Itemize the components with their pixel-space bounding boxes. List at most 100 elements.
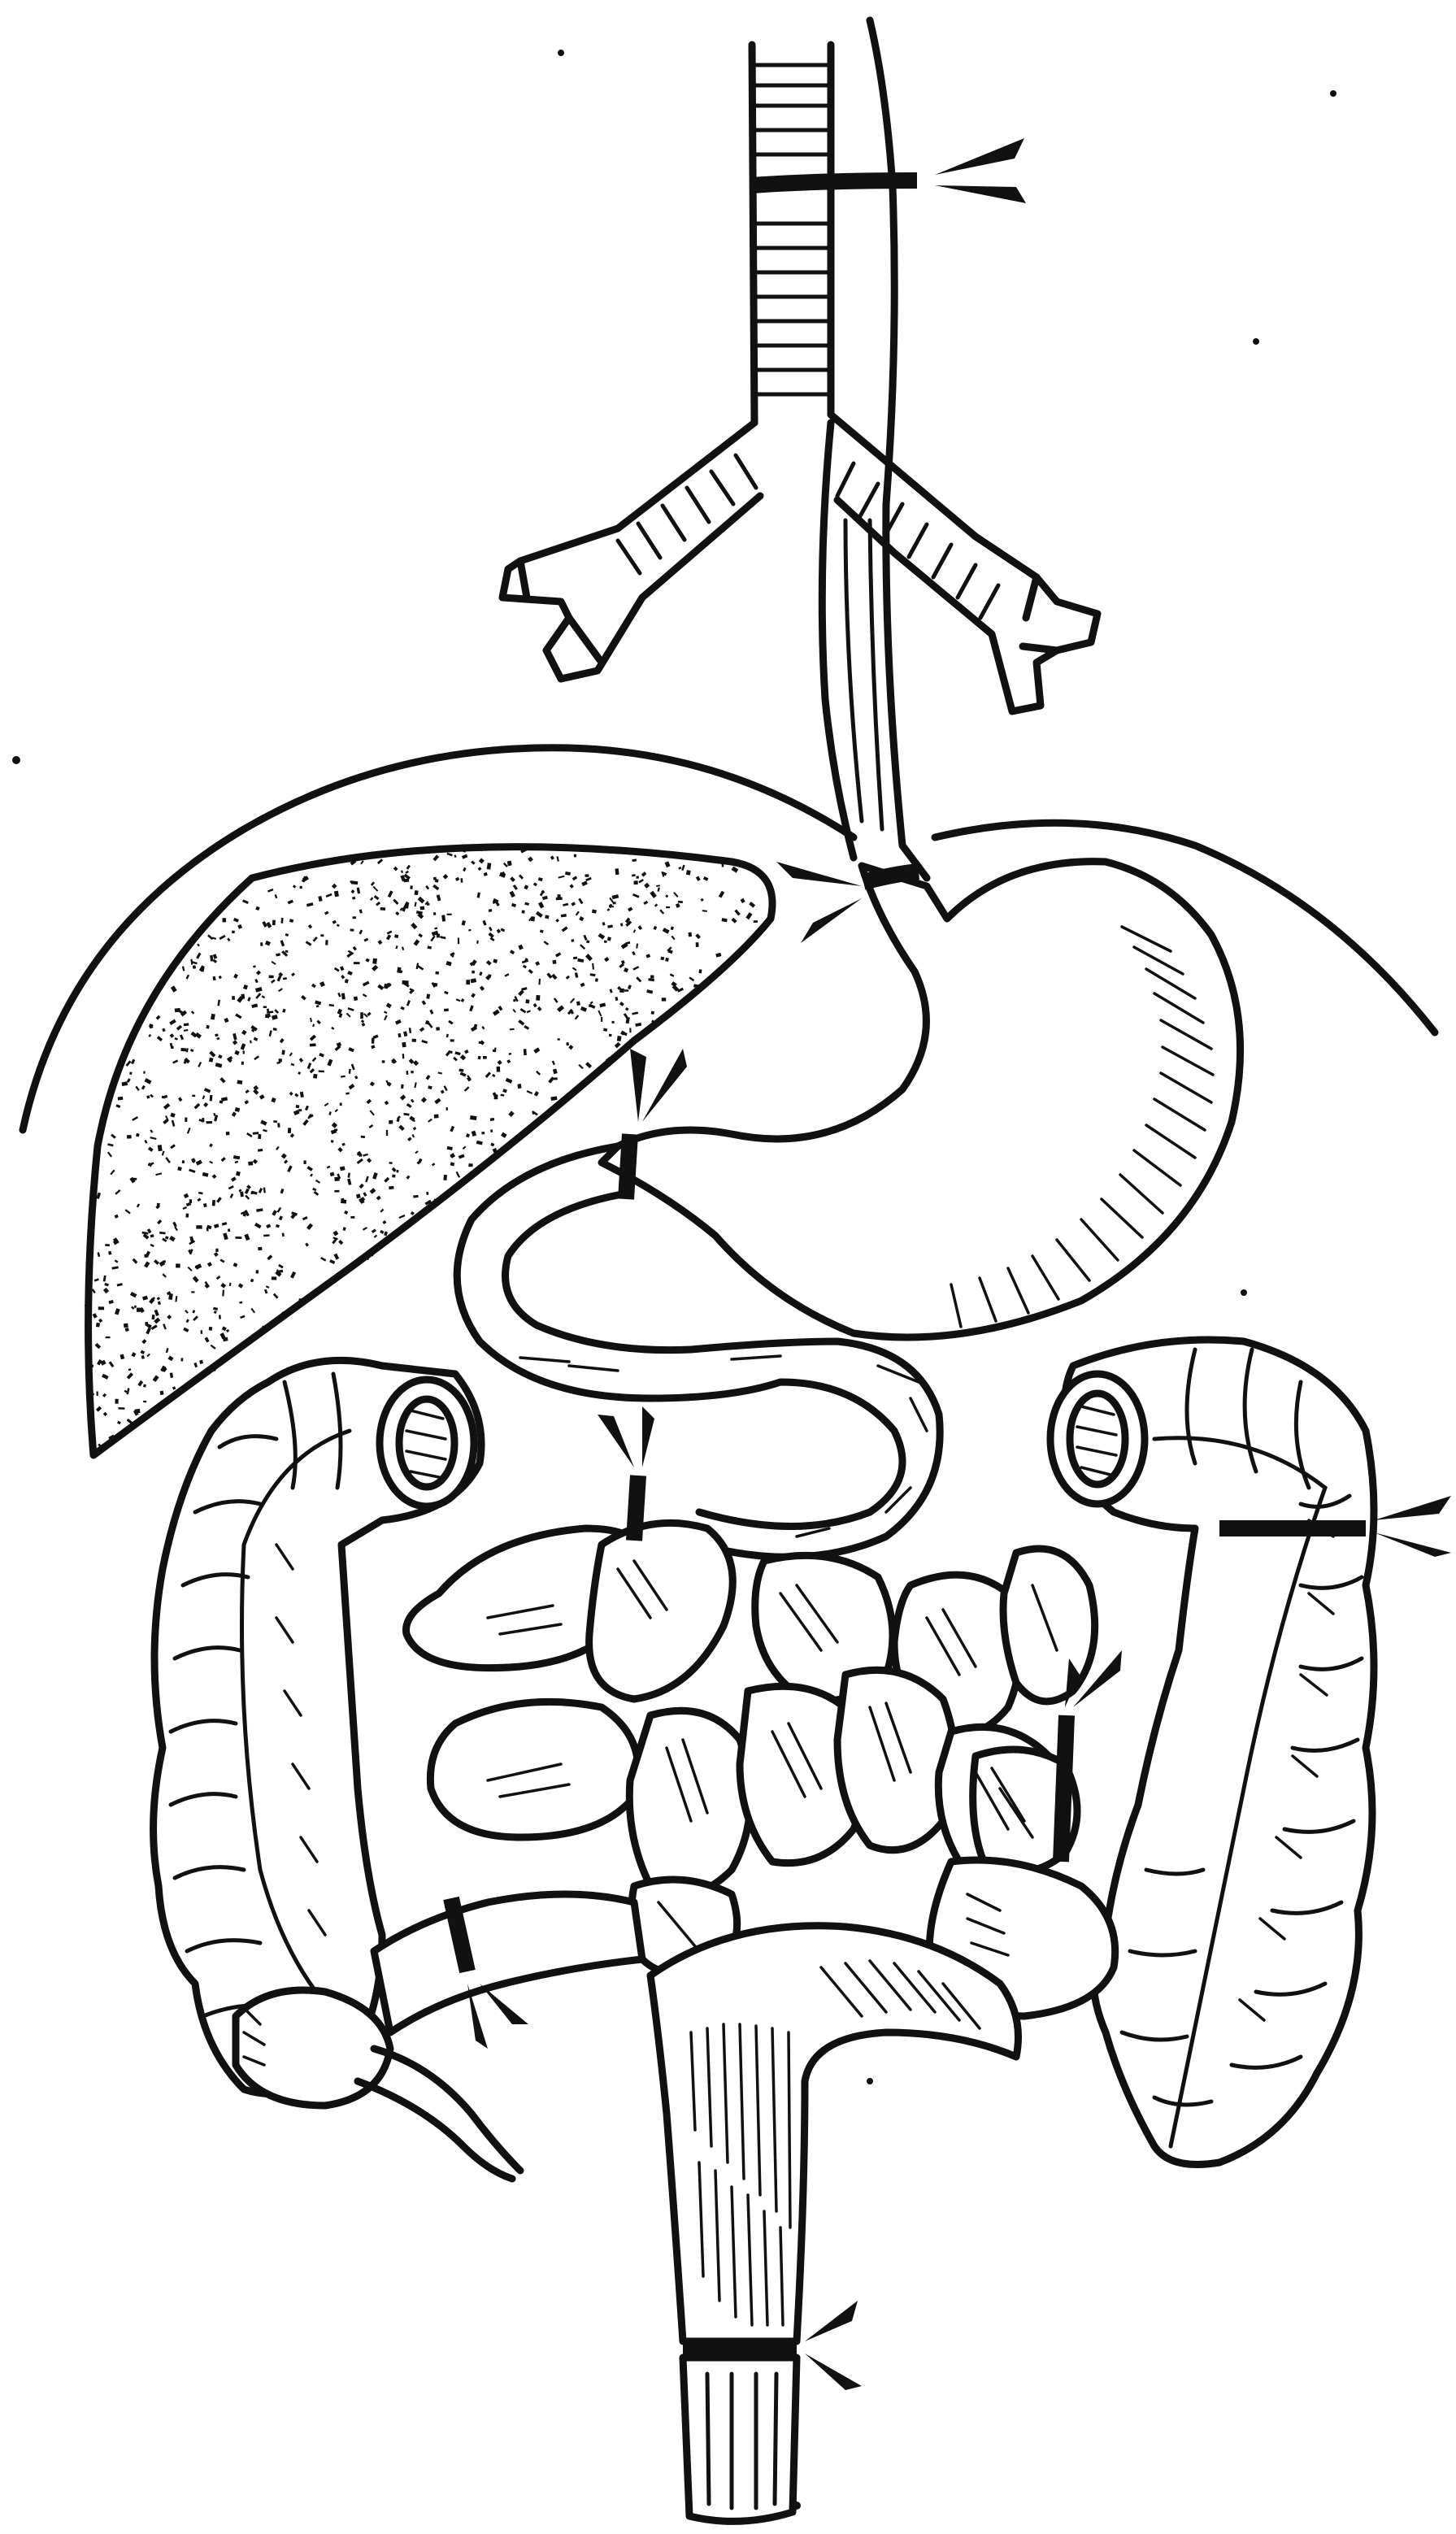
arrow-esophagus [935,138,1026,203]
liver-stipple-dot [340,1102,342,1106]
liver-stipple-dot [615,868,619,875]
liver-stipple-dot [307,1296,313,1299]
ligature-cardia [863,871,919,882]
liver-stipple-dot [554,1077,558,1080]
liver-stipple-dot [461,878,463,882]
liver-stipple-dot [497,1067,501,1072]
liver-stipple-dot [468,1163,473,1167]
liver-stipple-dot [402,980,408,984]
liver-stipple-dot [240,1191,244,1197]
liver-stipple-dot [196,1225,202,1228]
liver-stipple-dot [410,885,413,889]
liver-stipple-dot [490,1129,493,1132]
liver-stipple-dot [650,975,654,978]
liver-stipple-dot [617,1036,622,1041]
arrow-cardia [776,862,862,943]
liver-stipple-dot [372,958,377,964]
liver-stipple-dot [298,1298,303,1302]
liver-stipple-dot [481,1132,485,1134]
liver-stipple-dot [184,1023,189,1026]
liver-stipple-dot [319,1070,324,1072]
liver-stipple-dot [210,1095,213,1102]
liver-stipple-dot [426,994,430,999]
liver-stipple-dot [124,1324,128,1328]
liver-stipple-dot [192,1095,195,1097]
liver-stipple-dot [556,897,563,900]
liver-stipple-dot [611,1021,614,1024]
liver-stipple-dot [629,1028,631,1032]
arrow-descending-colon [1374,1496,1451,1557]
liver-stipple-dot [389,1120,393,1124]
liver-stipple-dot [458,937,459,944]
liver-stipple-dot [721,863,724,867]
liver-stipple-dot [313,1074,317,1079]
liver-stipple-dot [320,934,324,937]
liver-stipple-dot [678,901,683,903]
left-bronchus [502,423,760,679]
liver-stipple-dot [413,1195,418,1198]
trachea [752,45,831,423]
liver-stipple-dot [215,1249,218,1252]
liver-stipple-dot [350,928,354,931]
liver-stipple-dot [601,1017,602,1022]
liver-stipple-dot [296,1105,300,1108]
liver-stipple-dot [507,861,512,867]
descending-colon [1050,1340,1374,2165]
liver-stipple-dot [212,1200,215,1206]
liver-stipple-dot [686,870,691,876]
liver-stipple-dot [665,958,669,962]
liver-stipple-dot [386,1130,388,1136]
liver-stipple-dot [573,957,577,959]
liver-stipple-dot [354,997,358,1001]
liver-stipple-dot [434,1115,439,1119]
liver-stipple-dot [288,1128,291,1133]
liver-stipple-dot [281,1050,285,1054]
liver-stipple-dot [108,1251,111,1255]
liver-stipple-dot [360,1012,363,1019]
liver-stipple-dot [281,918,284,924]
liver-stipple-dot [258,1247,262,1251]
liver-stipple-dot [263,1234,270,1237]
liver-stipple-dot [158,1145,163,1151]
liver-stipple-dot [206,1228,209,1231]
liver-stipple-dot [260,942,263,946]
liver-stipple-dot [256,1270,259,1273]
liver-stipple-dot [300,886,302,889]
liver-stipple-dot [483,1056,487,1059]
liver-stipple-dot [182,1160,185,1163]
liver-stipple-dot [604,941,607,944]
liver-stipple-dot [522,911,525,914]
liver-stipple-dot [524,1049,527,1055]
liver-stipple-dot [402,1042,406,1048]
arrow-duodenojejunal [598,1406,654,1467]
liver-stipple-dot [443,1175,447,1180]
liver-stipple-dot [493,1050,496,1052]
ligature-duodenojejunal [634,1476,638,1541]
liver-stipple-dot [354,962,360,964]
liver-stipple-dot [180,1048,186,1052]
liver-stipple-dot [191,1291,194,1293]
rectum [650,1926,1019,2341]
liver-stipple-dot [466,980,470,984]
anal-canal [683,2358,797,2521]
liver-stipple-dot [420,906,425,911]
liver-stipple-dot [144,1254,148,1258]
liver-stipple-dot [298,1109,302,1111]
liver-stipple-dot [127,1135,132,1138]
liver-stipple-dot [219,1315,221,1319]
liver-stipple-dot [392,1175,395,1178]
liver-stipple-dot [222,918,226,922]
liver-stipple-dot [272,1276,276,1280]
liver-stipple-dot [263,1006,267,1008]
liver-stipple-dot [666,906,670,908]
liver-stipple-dot [754,920,758,923]
liver-stipple-dot [585,874,589,877]
liver-stipple-dot [128,1368,132,1371]
liver-stipple-dot [433,912,436,915]
liver-stipple-dot [98,1306,104,1310]
liver-stipple-dot [446,1107,448,1111]
liver-stipple-dot [450,1039,454,1041]
liver-stipple-dot [415,890,419,895]
liver-stipple-dot [595,978,598,981]
liver-stipple-dot [96,1323,100,1328]
